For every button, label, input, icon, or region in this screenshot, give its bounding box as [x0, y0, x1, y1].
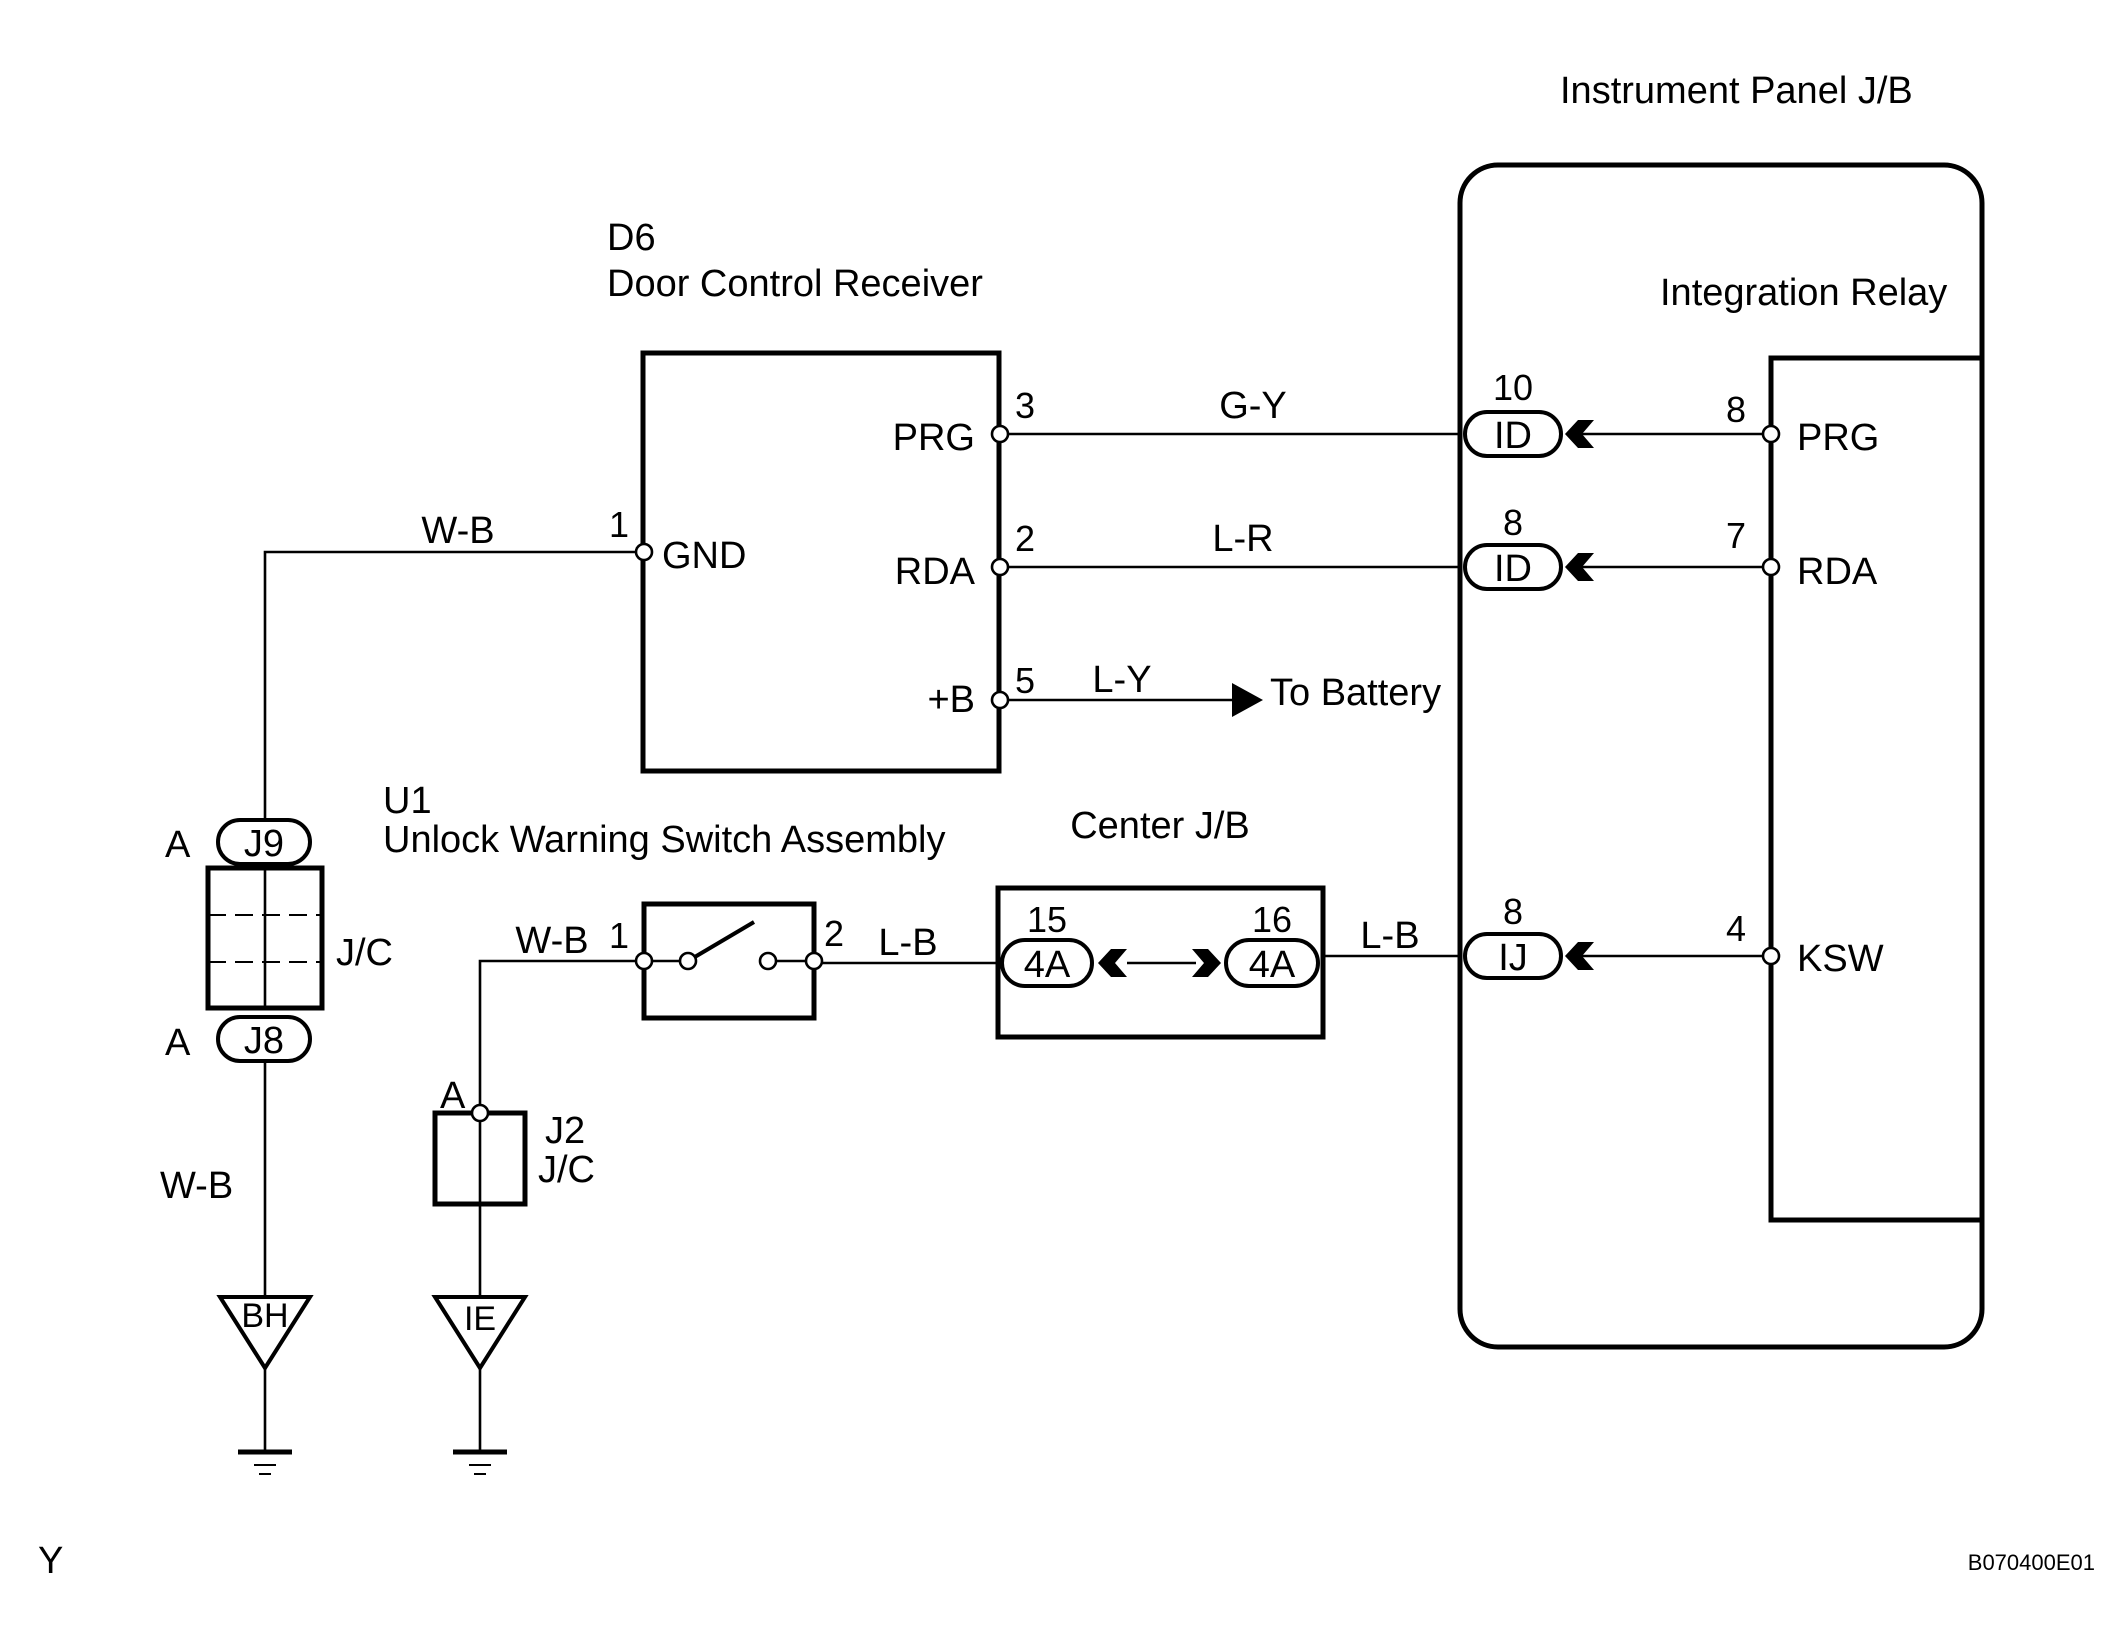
jc-j9-letter: A [165, 824, 191, 866]
relay-terminal-rda: RDA [1797, 551, 1878, 593]
connector-j9 [216, 818, 312, 866]
d6-pin-5: 5 [1015, 660, 1035, 701]
connector-id-8-pin: 8 [1503, 502, 1523, 543]
connector-4a-15 [1000, 938, 1094, 988]
u1-switch-contact [686, 920, 756, 963]
wire-prg-color: G-Y [1219, 385, 1287, 427]
u1-pin-1-terminal [634, 951, 654, 971]
ground-ie-triangle [431, 1295, 529, 1372]
wire-left-ground-color: W-B [160, 1165, 233, 1207]
d6-terminal-prg: PRG [893, 417, 975, 459]
connector-j9-code: J9 [244, 823, 284, 865]
d6-pin-1: 1 [609, 504, 629, 545]
integration-relay-title: Integration Relay [1660, 272, 1947, 314]
u1-pin-2: 2 [824, 913, 844, 954]
d6-pin-2: 2 [1015, 518, 1035, 559]
ground-ie-code: IE [464, 1300, 496, 1338]
to-battery-label: To Battery [1270, 672, 1441, 714]
ground-bh-code: BH [241, 1297, 288, 1335]
wire-switch-out-color: L-B [878, 922, 937, 964]
relay-terminal-prg: PRG [1797, 417, 1879, 459]
connector-id-10-chevron-icon [1565, 420, 1594, 448]
to-battery-arrow-icon [1232, 683, 1263, 717]
connector-4a-16-pin: 16 [1252, 899, 1292, 940]
connector-4a-15-pin: 15 [1027, 899, 1067, 940]
jc-j2-label: J/C [538, 1149, 595, 1191]
relay-pin-7: 7 [1726, 515, 1746, 556]
connector-4a-15-chevron-icon [1098, 949, 1127, 977]
wire-b-plus-color: L-Y [1092, 659, 1151, 701]
connector-id-10-pin: 10 [1493, 367, 1533, 408]
d6-pin-3: 3 [1015, 385, 1035, 426]
relay-pin-4-terminal [1761, 946, 1781, 966]
d6-terminal-b-plus: +B [927, 679, 975, 721]
connector-id-8-chevron-icon [1565, 553, 1594, 581]
d6-pin-2-terminal [990, 557, 1010, 577]
jc-j8-letter: A [165, 1022, 191, 1064]
u1-pin-1: 1 [609, 915, 629, 956]
ip-jb-title: Instrument Panel J/B [1560, 70, 1913, 112]
jc-left-label: J/C [336, 932, 393, 974]
jc-j2-letter: A [440, 1075, 466, 1117]
connector-id-10-code: ID [1494, 415, 1532, 457]
d6-terminal-rda: RDA [895, 551, 976, 593]
connector-4a-15-code: 4A [1024, 944, 1071, 986]
footer-left: Y [38, 1540, 63, 1582]
u1-pin-2-terminal [804, 951, 824, 971]
u1-title: Unlock Warning Switch Assembly [383, 819, 945, 861]
jc-j2-code: J2 [545, 1110, 585, 1152]
wire-rda-color: L-R [1212, 518, 1273, 560]
relay-pin-8: 8 [1726, 389, 1746, 430]
relay-pin-7-terminal [1761, 557, 1781, 577]
wire-switch-ground [478, 959, 644, 1113]
d6-terminal-gnd: GND [662, 535, 746, 577]
d6-title: Door Control Receiver [607, 263, 983, 305]
ground-bh-triangle [216, 1295, 314, 1372]
connector-ij-8-pin: 8 [1503, 891, 1523, 932]
wire-d6-gnd-color: W-B [421, 510, 494, 552]
wire-jb-out-color: L-B [1360, 915, 1419, 957]
connector-ij-8 [1463, 932, 1563, 980]
u1-contact-left [678, 951, 698, 971]
connector-4a-16-chevron-icon [1192, 949, 1221, 977]
connector-id-10 [1463, 410, 1563, 458]
wire-switch-ground-color: W-B [515, 920, 588, 962]
u1-contact-right [758, 951, 778, 971]
center-jb-title: Center J/B [1070, 805, 1250, 847]
ip-jb-box [1457, 162, 1985, 1350]
connector-j8-code: J8 [244, 1020, 284, 1062]
relay-pin-8-terminal [1761, 424, 1781, 444]
connector-id-8-code: ID [1494, 548, 1532, 590]
connector-4a-16-code: 4A [1249, 944, 1296, 986]
integration-relay-box [1768, 355, 1982, 1223]
connector-id-8 [1463, 543, 1563, 591]
relay-terminal-ksw: KSW [1797, 938, 1884, 980]
wire-d6-gnd [263, 550, 644, 820]
d6-pin-1-terminal [634, 542, 654, 562]
d6-code: D6 [607, 217, 656, 259]
connector-4a-16 [1224, 938, 1320, 988]
u1-code: U1 [383, 780, 432, 822]
relay-pin-4: 4 [1726, 908, 1746, 949]
d6-pin-5-terminal [990, 690, 1010, 710]
footer-figure-code: B070400E01 [1968, 1550, 2095, 1575]
center-jb-box [995, 885, 1326, 1040]
connector-ij-8-code: IJ [1498, 937, 1528, 979]
connector-ij-8-chevron-icon [1565, 942, 1594, 970]
d6-pin-3-terminal [990, 424, 1010, 444]
jc-j2-terminal [470, 1103, 490, 1123]
